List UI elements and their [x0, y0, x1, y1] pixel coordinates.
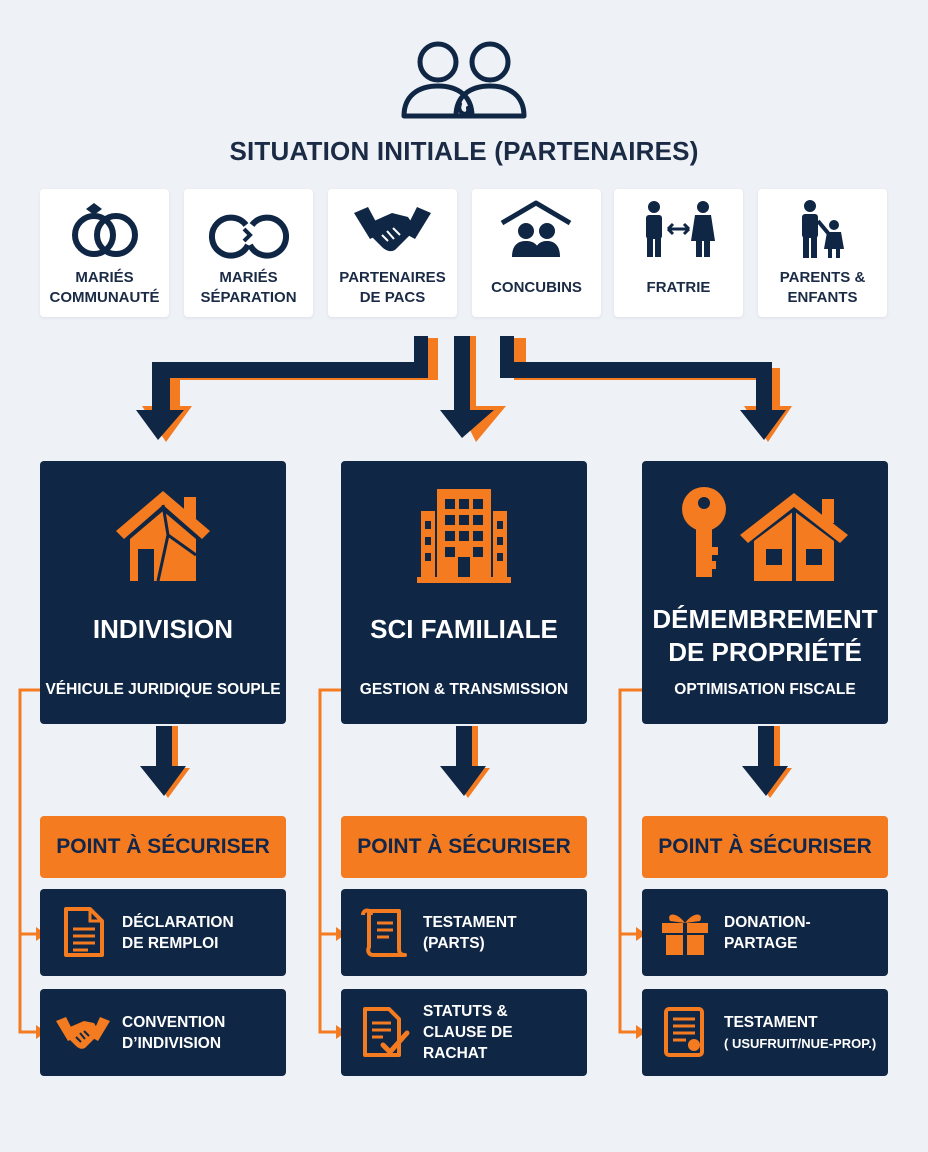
option-title: DE PROPRIÉTÉ: [668, 637, 862, 667]
item-text: DÉCLARATION DE REMPLOI: [122, 889, 280, 976]
option-subtitle: GESTION & TRANSMISSION: [359, 681, 569, 698]
down-arrow: [140, 726, 190, 798]
situation-label: PARTENAIRES: [339, 269, 446, 286]
situation-card-maries-communaute: MARIÉS COMMUNAUTÉ: [40, 189, 169, 317]
point-a-securiser-badge: POINT À SÉCURISER: [642, 816, 888, 878]
situation-label: SÉPARATION: [200, 289, 297, 306]
broken-rings-icon: [209, 214, 289, 259]
situation-card-pacs: PARTENAIRES DE PACS: [328, 189, 457, 317]
option-subtitle: OPTIMISATION FISCALE: [674, 681, 856, 698]
item-testament-usufruit: TESTAMENT ( USUFRUIT/NUE-PROP.): [642, 989, 888, 1076]
situation-label: FRATRIE: [646, 279, 711, 296]
handshake-icon: [56, 1017, 110, 1049]
item-line: TESTAMENT: [423, 913, 517, 931]
handshake-icon: [354, 207, 431, 252]
item-text: STATUTS & CLAUSE DE RACHAT: [423, 989, 581, 1076]
item-line: CONVENTION: [122, 1013, 226, 1031]
building-icon: [417, 489, 511, 583]
situation-card-concubins: CONCUBINS: [472, 189, 601, 317]
item-line: (PARTS): [423, 934, 485, 952]
option-sci-familiale: SCI FAMILIALE GESTION & TRANSMISSION: [341, 461, 587, 724]
item-text: DONATION-PARTAGE: [724, 889, 882, 976]
scroll-icon: [361, 908, 407, 957]
point-a-securiser-badge: POINT À SÉCURISER: [40, 816, 286, 878]
item-line: CLAUSE DE RACHAT: [423, 1024, 513, 1062]
situation-label: CONCUBINS: [491, 279, 582, 296]
option-title: SCI FAMILIALE: [370, 614, 558, 644]
item-text: TESTAMENT (PARTS): [423, 889, 581, 976]
split-house-icon: [116, 491, 210, 582]
option-indivision: INDIVISION VÉHICULE JURIDIQUE SOUPLE: [40, 461, 286, 724]
down-arrow: [440, 726, 490, 798]
document-icon: [64, 907, 104, 957]
point-a-securiser-badge: POINT À SÉCURISER: [341, 816, 587, 878]
checked-document-icon: [363, 1007, 410, 1057]
item-line: DONATION-PARTAGE: [724, 913, 811, 952]
down-arrow: [742, 726, 792, 798]
item-text: CONVENTION D’INDIVISION: [122, 989, 280, 1076]
center-connectors: [318, 688, 346, 1039]
key-and-house-icon: [682, 487, 848, 581]
situation-card-maries-separation: MARIÉS SÉPARATION: [184, 189, 313, 317]
item-convention-indivision: CONVENTION D’INDIVISION: [40, 989, 286, 1076]
item-testament-parts: TESTAMENT (PARTS): [341, 889, 587, 976]
item-line: D’INDIVISION: [122, 1034, 222, 1052]
situation-label: DE PACS: [359, 289, 426, 306]
situation-label: PARENTS &: [779, 269, 866, 286]
right-connectors: [618, 688, 646, 1039]
page-title: SITUATION INITIALE (PARTENAIRES): [229, 136, 699, 166]
siblings-icon: [646, 201, 715, 257]
branch-arrows: [136, 336, 792, 442]
item-text: TESTAMENT ( USUFRUIT/NUE-PROP.): [724, 989, 882, 1076]
situation-card-parents-enfants: PARENTS & ENFANTS: [758, 189, 887, 317]
item-line: DE REMPLOI: [122, 934, 219, 952]
parent-child-icon: [802, 200, 844, 258]
option-title: INDIVISION: [92, 614, 234, 644]
item-donation-partage: DONATION-PARTAGE: [642, 889, 888, 976]
item-declaration-remploi: DÉCLARATION DE REMPLOI: [40, 889, 286, 976]
item-line: TESTAMENT: [724, 1013, 818, 1031]
item-line: STATUTS &: [423, 1003, 508, 1020]
situation-label: MARIÉS: [75, 269, 134, 286]
item-line: DÉCLARATION: [122, 913, 234, 931]
gift-icon: [662, 914, 708, 955]
item-line: ( USUFRUIT/NUE-PROP.): [724, 1035, 877, 1051]
situation-label: MARIÉS: [219, 269, 278, 286]
situation-card-fratrie: FRATRIE: [614, 189, 743, 317]
option-subtitle: VÉHICULE JURIDIQUE SOUPLE: [45, 681, 281, 698]
option-title: DÉMEMBREMENT: [652, 604, 878, 634]
wedding-rings-icon: [72, 203, 138, 257]
couple-under-roof-icon: [500, 200, 572, 257]
situation-label: COMMUNAUTÉ: [49, 289, 160, 306]
partners-icon: [401, 41, 527, 119]
situation-label: ENFANTS: [787, 289, 858, 306]
certificate-icon: [664, 1007, 704, 1057]
option-demembrement: DÉMEMBREMENT DE PROPRIÉTÉ OPTIMISATION F…: [642, 461, 888, 724]
item-statuts-clause-rachat: STATUTS & CLAUSE DE RACHAT: [341, 989, 587, 1076]
